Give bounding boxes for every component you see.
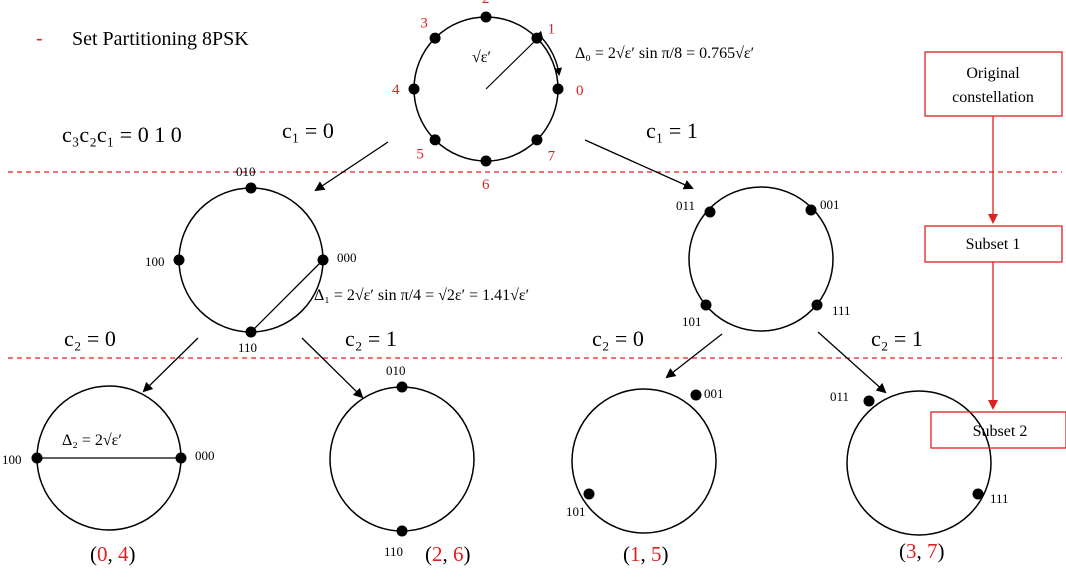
constellation-point-3 [429,32,441,44]
delta2-label: Δ₂ = 2√ε′ [62,432,122,449]
point-label: 101 [682,314,702,329]
point-label: 101 [566,504,586,519]
point-label: 000 [195,448,215,463]
point-label: 110 [238,340,257,355]
arrow-left-c2-zero [142,337,199,393]
delta0-label: Δ₀ = 2√ε′ sin π/8 = 0.765√ε′ [575,45,754,62]
constellation-index-label: 2 [482,0,490,7]
radius-label: √ε′ [472,49,491,66]
constellation-index-label: 1 [548,21,556,37]
c1-zero-label: c₁ = 0 [282,118,334,143]
tuple-0-4: (0, 4) [90,542,136,566]
constellation-index-label: 7 [548,149,556,165]
flow-box-subset1 [924,225,1063,263]
constellation-point [317,254,329,266]
constellation-point [31,452,43,464]
flow-box-subset1-label: Subset 1 [966,236,1021,253]
point-label: 000 [337,250,357,265]
constellation-index-label: 6 [482,177,490,193]
c2-zero-left-label: c₂ = 0 [64,326,116,351]
flow-box-original [924,51,1063,117]
subset2-b-constellation: 010 110 [329,363,475,559]
bullet-dash: - [36,28,43,50]
constellation-point [690,389,702,401]
subset1-left-constellation: 010 100 000 110 [145,164,357,355]
constellation-point [863,395,875,407]
point-label: 100 [2,452,22,467]
flow-box-original-line2: constellation [952,89,1034,106]
radius-line [485,38,538,90]
flow-box-original-line1: Original [966,65,1020,82]
constellation-index-label: 4 [392,82,400,98]
constellation-point [704,206,716,218]
point-label: 011 [676,198,695,213]
arrow-c1-one [584,139,694,190]
point-label: 011 [830,389,849,404]
flow-chart: Original constellation Subset 1 Subset 2 [924,51,1066,449]
point-label: 010 [236,164,256,179]
c2-zero-right-label: c₂ = 0 [592,326,644,351]
c2-one-left-label: c₂ = 1 [345,326,397,351]
constellation-point [972,488,984,500]
point-label: 111 [832,303,851,318]
point-label: 111 [990,491,1009,506]
tuple-1-5: (1, 5) [623,542,669,566]
constellation-point [583,488,595,500]
constellation-point [700,299,712,311]
point-label: 001 [704,386,724,401]
arrow-c1-zero [314,141,389,192]
page-title: Set Partitioning 8PSK [72,28,249,50]
arrow-right-c2-one [817,331,887,394]
point-label: 110 [384,544,403,559]
tuple-3-7: (3, 7) [899,539,945,563]
constellation-point [805,204,817,216]
subset2-a-constellation: 100 000 Δ₂ = 2√ε′ [2,385,215,531]
tuple-2-6: (2, 6) [425,542,471,566]
subset2-c-constellation: 001 101 [566,386,724,534]
flow-box-subset2-label: Subset 2 [973,423,1028,440]
code-word-label: c₃c₂c₁ = 0 1 0 [62,122,182,147]
constellation-point-7 [531,134,543,146]
constellation-point [396,525,408,537]
arrow-right-c2-zero [665,333,723,379]
constellation-point-6 [480,155,492,167]
subset2-d-constellation: 011 111 [830,389,1009,536]
constellation-point [811,299,823,311]
subset1-right-constellation: 011 001 101 111 [676,186,851,332]
constellation-point-0 [552,83,564,95]
delta0-arc [535,30,563,76]
delta1-label: Δ₁ = 2√ε′ sin π/4 = √2ε′ = 1.41√ε′ [314,287,529,304]
constellation-point [245,326,257,338]
constellation-point [245,182,257,194]
point-label: 001 [820,197,840,212]
original-constellation: 0 1 2 3 4 5 6 7 √ε′ Δ₀ = 2√ε′ sin π/8 = 0.765√ε… [392,0,754,193]
arrow-left-c2-one [301,337,364,399]
constellation-index-label: 3 [420,15,428,31]
c1-one-label: c₁ = 1 [646,118,698,143]
constellation-point [396,381,408,393]
constellation-point [173,254,185,266]
flow-box-subset2 [930,411,1066,449]
constellation-point [175,452,187,464]
constellation-point-5 [429,134,441,146]
point-label: 100 [145,254,165,269]
point-label: 010 [386,363,406,378]
constellation-index-label: 5 [416,147,424,163]
constellation-point-4 [408,83,420,95]
c2-one-right-label: c₂ = 1 [871,326,923,351]
constellation-point-1 [531,32,543,44]
delta1-chord [250,259,324,333]
constellation-point-2 [480,11,492,23]
constellation-index-label: 0 [576,83,584,99]
